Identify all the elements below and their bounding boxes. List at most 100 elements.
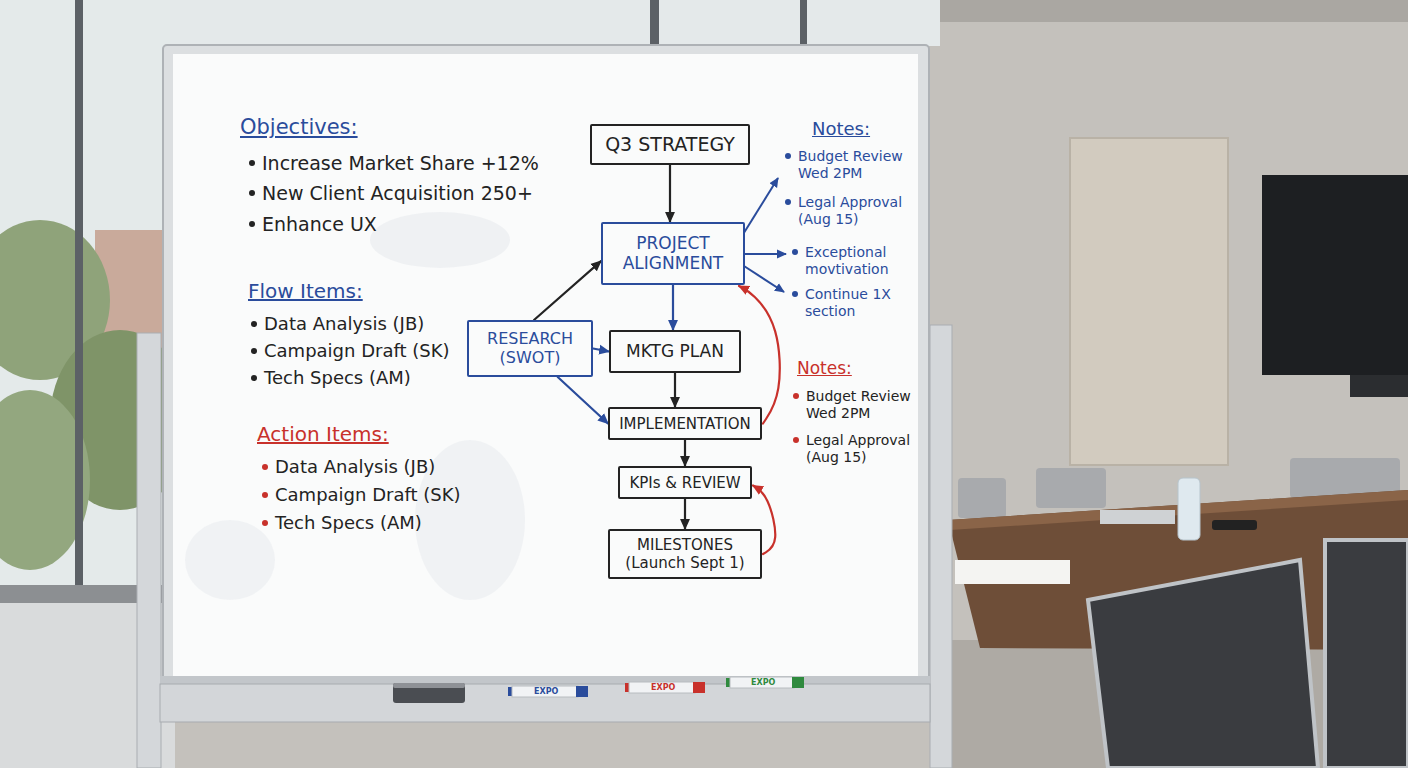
- connector-arrow: [534, 261, 601, 320]
- office-chair: [1325, 540, 1408, 768]
- whiteboard-frame: [163, 45, 929, 693]
- list-item: Budget Review Wed 2PM: [798, 148, 916, 182]
- marker-body: [629, 682, 695, 693]
- window-mullion: [650, 0, 659, 46]
- marker-cap: [693, 682, 705, 693]
- eraser: [393, 683, 465, 703]
- process-box: MKTG PLAN: [609, 330, 741, 373]
- connector-arrow: [669, 165, 671, 222]
- bullet-dot: [785, 153, 791, 159]
- bullet-dot: [262, 464, 268, 470]
- stand-leg: [137, 333, 161, 768]
- water-bottle: [1178, 478, 1200, 540]
- list-item: New Client Acquisition 250+: [262, 182, 533, 205]
- bullet-dot: [792, 249, 798, 255]
- list-item: Data Analysis (JB): [275, 456, 435, 478]
- eraser-top: [393, 683, 465, 688]
- box-label: MKTG PLAN: [626, 341, 724, 361]
- section-heading: Objectives:: [240, 115, 358, 140]
- connector-arrow: [739, 286, 780, 424]
- box-label: Q3 STRATEGY: [605, 133, 735, 156]
- connector-arrow: [593, 349, 609, 352]
- marker-body: [512, 686, 578, 697]
- tv-soundbar: [1350, 375, 1408, 397]
- bullet-dot: [249, 221, 255, 227]
- marker-brand: EXPO: [651, 683, 675, 693]
- window-mullion: [75, 0, 83, 600]
- office-chair: [1088, 560, 1318, 768]
- list-item: Exceptional movtivation: [805, 244, 915, 278]
- box-label: MILESTONES (Launch Sept 1): [619, 536, 751, 572]
- list-item: Tech Specs (AM): [275, 512, 422, 534]
- window: [170, 0, 940, 46]
- leader-arrow: [744, 253, 786, 255]
- marker-tray: [160, 684, 930, 722]
- bullet-dot: [785, 199, 791, 205]
- connector-arrow: [674, 373, 676, 407]
- box-label: IMPLEMENTATION: [619, 415, 751, 433]
- bullet-dot: [251, 321, 257, 327]
- list-item: Legal Approval (Aug 15): [798, 194, 916, 228]
- list-item: Budget Review Wed 2PM: [806, 388, 916, 422]
- tray-lip: [160, 676, 930, 684]
- process-box: Q3 STRATEGY: [590, 124, 750, 165]
- whiteboard-surface: [173, 54, 918, 680]
- marker-body: [730, 677, 794, 688]
- bullet-dot: [793, 437, 799, 443]
- phone: [1212, 520, 1257, 530]
- smudge: [370, 212, 510, 268]
- bullet-dot: [249, 190, 255, 196]
- list-item: Campaign Draft (SK): [264, 340, 450, 362]
- connector-arrow: [684, 440, 686, 466]
- smudge: [185, 520, 275, 600]
- ceiling-beam: [935, 0, 1408, 22]
- bullet-dot: [793, 393, 799, 399]
- section-heading: Flow Items:: [248, 279, 363, 303]
- window-mullion: [800, 0, 807, 46]
- box-label: PROJECT ALIGNMENT: [614, 233, 732, 274]
- leader-arrow: [744, 266, 784, 292]
- section-heading: Notes:: [797, 358, 852, 378]
- bullet-dot: [249, 160, 255, 166]
- process-box: IMPLEMENTATION: [608, 407, 762, 440]
- process-box: RESEARCH (SWOT): [467, 320, 593, 377]
- list-item: Legal Approval (Aug 15): [806, 432, 916, 466]
- box-label: KPIs & REVIEW: [629, 474, 740, 492]
- process-box: MILESTONES (Launch Sept 1): [608, 529, 762, 579]
- stand-leg: [930, 325, 952, 768]
- bullet-dot: [251, 375, 257, 381]
- list-item: Tech Specs (AM): [264, 367, 411, 389]
- connector-arrow: [672, 285, 674, 330]
- section-heading: Action Items:: [257, 422, 389, 446]
- marker-brand: EXPO: [751, 678, 775, 688]
- list-item: Enhance UX: [262, 213, 377, 236]
- leader-arrow: [742, 178, 778, 236]
- list-item: Continue 1X section: [805, 286, 915, 320]
- marker-cap: [792, 677, 804, 688]
- process-box: KPIs & REVIEW: [618, 466, 752, 499]
- list-item: Campaign Draft (SK): [275, 484, 461, 506]
- list-item: Increase Market Share +12%: [262, 152, 539, 175]
- wall-tv: [1262, 175, 1408, 375]
- connector-arrow: [558, 377, 608, 424]
- bullet-dot: [262, 492, 268, 498]
- section-heading: Notes:: [812, 118, 870, 140]
- bullet-dot: [251, 348, 257, 354]
- box-label: RESEARCH (SWOT): [478, 329, 582, 367]
- chair-back: [1036, 468, 1106, 508]
- connector-arrow: [684, 499, 686, 529]
- process-box: PROJECT ALIGNMENT: [601, 222, 745, 285]
- list-item: Data Analysis (JB): [264, 313, 424, 335]
- bullet-dot: [262, 520, 268, 526]
- acoustic-panel: [1070, 138, 1228, 465]
- paper-stack: [955, 560, 1070, 584]
- marker-cap: [576, 686, 588, 697]
- laptop: [1100, 510, 1175, 524]
- marker-brand: EXPO: [534, 687, 558, 697]
- bullet-dot: [792, 291, 798, 297]
- chair-back: [958, 478, 1006, 518]
